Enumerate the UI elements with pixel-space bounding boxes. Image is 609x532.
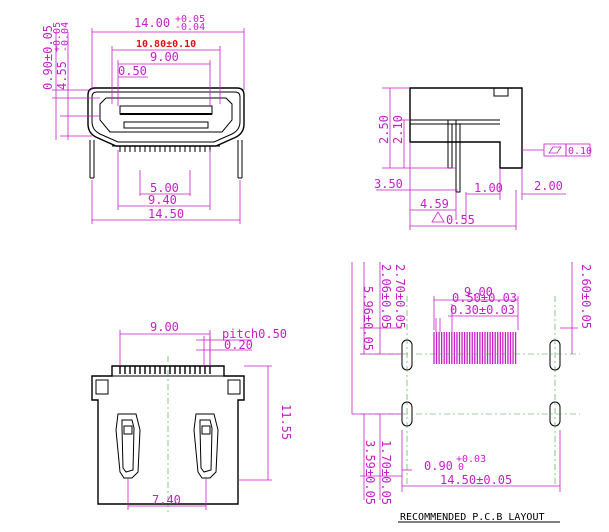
pcb-slot-tol-minus: 0 [458, 462, 464, 473]
pcb-layout-view: 9.00 0.50±0.03 0.30±0.03 2.70±0.05 2.06±… [351, 262, 593, 523]
pcb-slot-span: 14.50±0.05 [440, 473, 512, 487]
side-h1: 2.10 [391, 115, 405, 144]
pcb-pad-width: 0.30±0.03 [450, 303, 515, 317]
front-width-tol-minus: -0.04 [175, 22, 205, 33]
top-pitch-label: pitch0.50 [222, 327, 287, 341]
front-height-side: 4.55 [55, 61, 69, 90]
pcb-slot-tol-plus: +0.03 [456, 454, 486, 465]
front-height-top: 0.90±0.05 [41, 25, 55, 90]
front-leg-span: 14.50 [148, 207, 184, 221]
pcb-slot-width: 0.90 [424, 459, 453, 473]
side-d3: 2.00 [534, 179, 563, 193]
pcb-layout-title: RECOMMENDED P.C.B LAYOUT [400, 512, 545, 523]
top-post-span: 7.40 [152, 493, 181, 507]
side-d1: 3.50 [374, 177, 403, 191]
pcb-v5: 1.70±0.05 [379, 440, 393, 505]
pcb-v3: 5.96±0.05 [361, 286, 375, 351]
top-view: 9.00 pitch0.50 0.20 11.55 7.40 [91, 320, 293, 512]
pcb-v6: 3.59±0.05 [363, 440, 377, 505]
front-tongue-width: 9.00 [150, 50, 179, 64]
front-pin-span: 5.00 [150, 181, 179, 195]
pcb-v4: 2.60±0.05 [579, 264, 593, 329]
front-height-side-tol-minus: -0.04 [60, 22, 71, 52]
pcb-v1: 2.70±0.05 [393, 264, 407, 329]
front-inner-width: 10.80±0.10 [136, 39, 196, 50]
side-d5: 0.55 [446, 213, 475, 227]
top-body-length: 11.55 [279, 404, 293, 440]
front-width-tol-plus: +0.05 [175, 14, 205, 25]
top-pad-width: 0.20 [224, 338, 253, 352]
side-d2: 1.00 [474, 181, 503, 195]
front-height-side-tol-plus: +0.05 [52, 22, 63, 52]
front-view: 14.00 +0.05 -0.04 10.80±0.10 9.00 0.50 5… [41, 14, 245, 224]
pcb-pad-row-width: 9.00 [464, 285, 493, 299]
front-width-overall: 14.00 [134, 16, 170, 30]
side-d4: 4.59 [420, 197, 449, 211]
front-pin-pitch: 0.50 [118, 64, 147, 78]
pcb-pad-pitch: 0.50±0.03 [452, 291, 517, 305]
top-row-width: 9.00 [150, 320, 179, 334]
side-view: 2.50 2.10 3.50 1.00 2.00 4.59 0.55 0.10 [374, 87, 592, 230]
side-flatness: 0.10 [568, 146, 592, 157]
front-opening: 9.40 [148, 193, 177, 207]
side-h2: 2.50 [377, 115, 391, 144]
pcb-v2: 2.06±0.05 [379, 264, 393, 329]
